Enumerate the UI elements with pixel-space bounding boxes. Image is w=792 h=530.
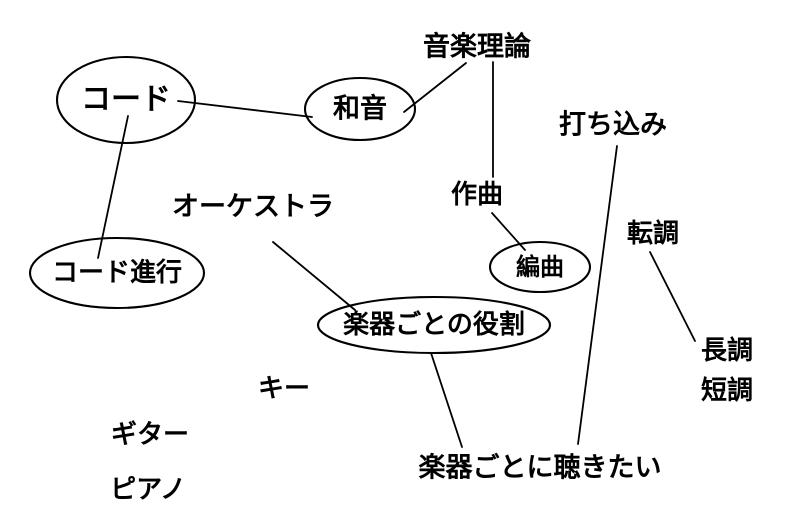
node-ellipse-chord[interactable] [55,55,197,145]
node-label-instrument-roles[interactable]: 楽器ごとの役割 [343,310,525,340]
node-label-chord-progression[interactable]: コード進行 [51,258,183,288]
node-label-composition[interactable]: 作曲 [450,180,504,210]
edge-musictheory-harmony [403,62,467,113]
node-ellipse-harmony[interactable] [303,76,417,142]
node-label-music-theory[interactable]: 音楽理論 [423,31,531,63]
edge-chord-chordprogression [97,115,129,259]
node-label-modulation[interactable]: 転調 [626,219,680,249]
node-label-orchestra[interactable]: オーケストラ [172,191,334,223]
edge-chord-harmony [177,100,313,118]
node-label-listen-per-instrument[interactable]: 楽器ごとに聴きたい [418,452,662,484]
edge-orchestra-instrumentroles [272,241,356,311]
node-label-key[interactable]: キー [257,374,311,404]
edge-modulation-majorkey [649,251,696,342]
node-label-piano[interactable]: ピアノ [110,475,186,505]
node-label-major-key[interactable]: 長調 [700,336,754,366]
node-ellipse-instrument-roles[interactable] [316,295,552,355]
node-label-chord[interactable]: コード [81,82,171,117]
edge-instrumentroles-listen [430,352,463,448]
node-label-programming-input[interactable]: 打ち込み [559,109,667,141]
edge-programminginput-listen [577,145,618,445]
node-label-guitar[interactable]: ギター [110,420,190,450]
node-ellipse-arrangement[interactable] [488,240,592,294]
node-label-arrangement[interactable]: 編曲 [516,253,564,281]
node-ellipse-chord-progression[interactable] [28,236,206,310]
node-label-harmony[interactable]: 和音 [333,93,387,125]
node-label-minor-key[interactable]: 短調 [700,376,754,406]
